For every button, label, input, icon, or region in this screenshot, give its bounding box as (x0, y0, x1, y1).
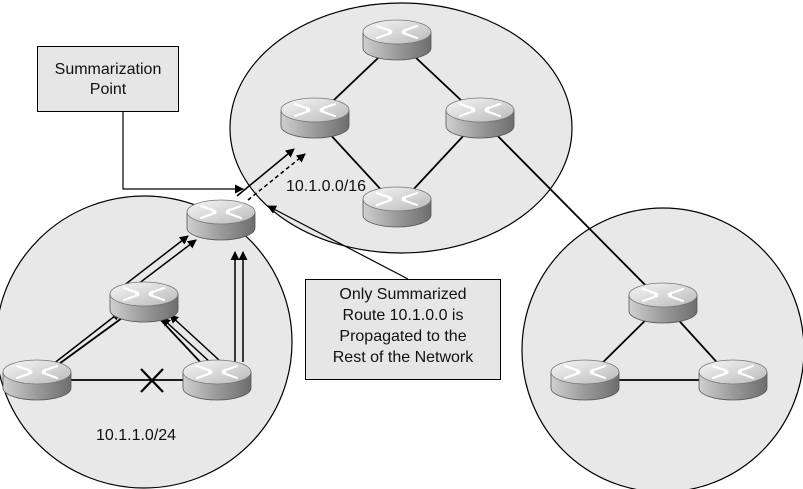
right-bottom-right-router (697, 358, 769, 402)
summary-prefix-label: 10.1.0.0/16 (286, 178, 367, 195)
summarized-route-callout: Only Summarized Route 10.1.0.0 is Propag… (305, 279, 501, 380)
arrow-br-to-mid-1 (161, 317, 212, 364)
arrow-br-to-mid-2 (169, 314, 220, 361)
leader-summarization-point (122, 112, 244, 194)
leader-summarized-route (267, 205, 409, 280)
arrow-sum-to-area-solid (236, 148, 295, 197)
local-prefix-label: 10.1.1.0/24 (96, 427, 177, 444)
failed-link-x-icon (140, 368, 164, 393)
area-left (0, 195, 293, 489)
callout-line: Route 10.1.0.0 is (342, 307, 464, 324)
area-top (229, 2, 573, 254)
summarization-point-callout: Summarization Point (37, 46, 179, 112)
callout-line: Point (89, 81, 127, 98)
summarization-router (185, 198, 257, 242)
callout-line: Rest of the Network (332, 349, 474, 366)
top-router (361, 18, 433, 62)
top-right-router (444, 96, 516, 140)
callout-line: Only Summarized (339, 286, 467, 303)
left-bottom-right-router (181, 358, 253, 402)
arrow-sum-to-area-dashed (247, 153, 306, 201)
top-left-router (279, 96, 351, 140)
left-bottom-left-router (1, 358, 73, 402)
area-right (521, 207, 803, 489)
callout-leaders (122, 112, 409, 280)
callout-line: Summarization (54, 61, 162, 78)
arrow-mid-to-sum-1 (117, 235, 189, 291)
left-mid-router (108, 280, 180, 324)
top-bottom-router (361, 185, 433, 229)
arrow-bl-to-mid (47, 311, 121, 369)
link-topright-right (479, 117, 664, 304)
callout-line: Propagated to the (339, 328, 467, 345)
right-bottom-left-router (549, 358, 621, 402)
right-top-router (627, 281, 699, 325)
